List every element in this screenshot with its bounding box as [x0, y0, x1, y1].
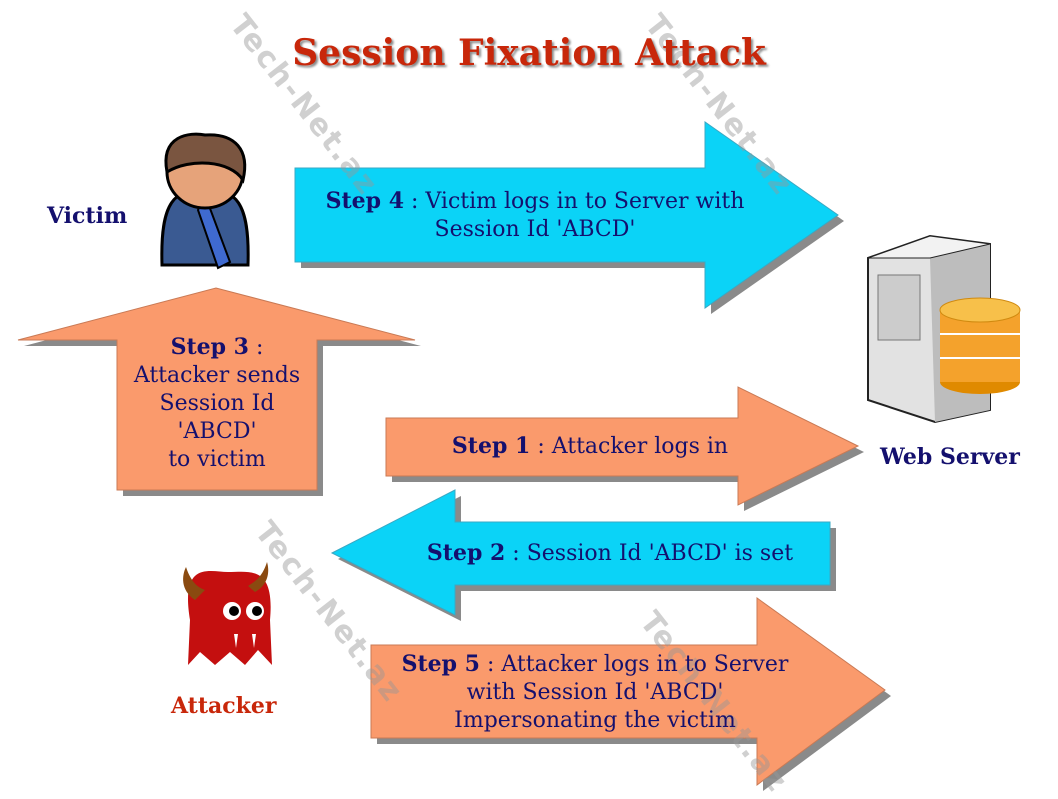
step1-arrow — [385, 386, 860, 506]
step-number: Step 3 — [170, 334, 249, 360]
step-number: Step 2 — [426, 540, 506, 566]
step3-arrow — [17, 287, 416, 491]
step5-label: Step 5 : Attacker logs in to Server with… — [375, 650, 815, 735]
step-number: Step 4 — [325, 188, 405, 214]
step-text: Attacker sends — [133, 363, 301, 388]
step-text: Session Id 'ABCD' — [434, 217, 636, 242]
step-text: : Attacker logs in — [530, 434, 729, 459]
step-number: Step 5 — [401, 651, 480, 677]
victim-label: Victim — [47, 203, 128, 229]
step-text: : Attacker logs in to Server — [480, 652, 789, 677]
step4-arrow — [294, 121, 839, 309]
step-text: : — [249, 335, 264, 360]
attacker-label: Attacker — [171, 693, 277, 719]
step-text: Impersonating the victim — [454, 708, 736, 733]
step3-label: Step 3 : Attacker sends Session Id 'ABCD… — [117, 333, 317, 474]
step4-label: Step 4 : Victim logs in to Server with S… — [300, 187, 770, 244]
step-text: to victim — [168, 447, 266, 472]
attacker-devil-icon — [183, 562, 272, 665]
page-title: Session Fixation Attack — [292, 32, 766, 74]
step2-arrow — [330, 489, 831, 616]
web-server-icon — [867, 234, 1021, 424]
step-text: Session Id — [159, 391, 275, 416]
step-number: Step 1 — [451, 433, 531, 459]
step-text: 'ABCD' — [177, 419, 257, 444]
step-text: with Session Id 'ABCD' — [466, 680, 724, 705]
step-text: : Session Id 'ABCD' is set — [505, 541, 794, 566]
step5-arrow — [370, 597, 886, 786]
victim-icon — [160, 132, 250, 270]
web-server-label: Web Server — [880, 444, 1020, 470]
step-text: : Victim logs in to Server with — [404, 189, 745, 214]
step2-label: Step 2 : Session Id 'ABCD' is set — [400, 539, 820, 568]
step1-label: Step 1 : Attacker logs in — [390, 432, 790, 461]
